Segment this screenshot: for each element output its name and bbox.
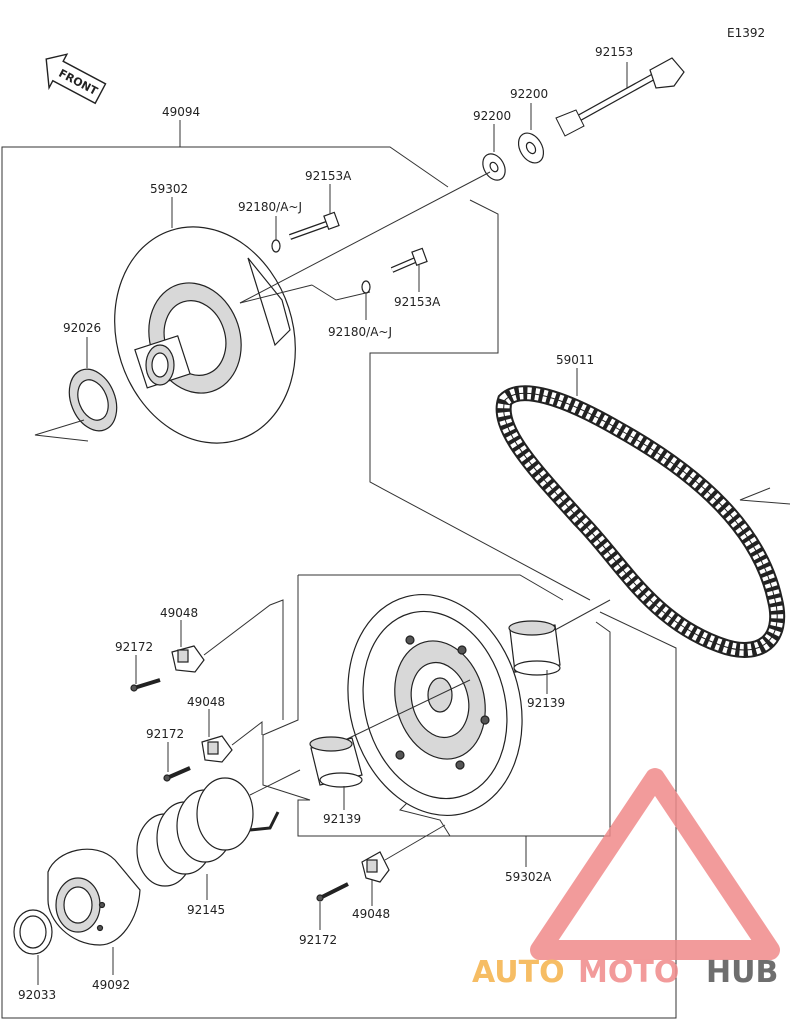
label-92139-right: 92139 — [527, 696, 565, 710]
weight-49048-bottom — [361, 851, 390, 883]
watermark-text-moto: MOTO — [578, 955, 679, 990]
watermark-logo: AUTO MOTO HUB — [472, 768, 780, 990]
watermark-triangle-icon — [530, 768, 780, 960]
label-92172-bottom: 92172 — [299, 933, 337, 947]
label-92200-a: 92200 — [510, 87, 548, 101]
washer-92180-lower — [361, 280, 371, 294]
spring-92145 — [136, 777, 280, 887]
label-92153a-upper: 92153A — [305, 169, 352, 183]
label-92180-lower: 92180/A~J — [328, 325, 392, 339]
front-arrow-icon: FRONT — [45, 53, 107, 105]
fixed-sheave-59302 — [114, 226, 296, 444]
label-49092: 49092 — [92, 978, 130, 992]
weight-49048-top — [171, 645, 205, 673]
bolt-92153a-lower — [390, 247, 428, 273]
weight-49048-middle — [201, 735, 233, 763]
screw-92172-middle — [163, 766, 191, 782]
label-59011: 59011 — [556, 353, 594, 367]
label-92145: 92145 — [187, 903, 225, 917]
cam-49092 — [47, 848, 141, 946]
label-49048-bottom: 49048 — [352, 907, 390, 921]
movable-sheave-59302a — [347, 594, 523, 816]
label-49048-top: 49048 — [160, 606, 198, 620]
label-92153: 92153 — [595, 45, 633, 59]
screw-92172-bottom — [316, 882, 349, 902]
screw-92172-top — [130, 678, 161, 692]
washer-92180-upper — [271, 239, 281, 253]
bolt-92153 — [555, 57, 685, 137]
watermark-text-auto: AUTO — [472, 955, 565, 990]
label-59302a: 59302A — [505, 870, 552, 884]
bush-92139-left — [309, 736, 363, 788]
label-92200-b: 92200 — [473, 109, 511, 123]
label-49048-middle: 49048 — [187, 695, 225, 709]
bolt-92153a-upper — [288, 211, 340, 240]
label-92172-middle: 92172 — [146, 727, 184, 741]
label-92172-top: 92172 — [115, 640, 153, 654]
circlip-92033 — [13, 909, 53, 955]
label-92153a-lower: 92153A — [394, 295, 441, 309]
label-59302: 59302 — [150, 182, 188, 196]
label-49094: 49094 — [162, 105, 200, 119]
label-92026: 92026 — [63, 321, 101, 335]
bush-92139-right — [508, 620, 561, 676]
watermark-text-hub: HUB — [706, 955, 778, 990]
label-92180-upper: 92180/A~J — [238, 200, 302, 214]
diagram-code: E1392 — [727, 26, 765, 40]
assembly-frame — [1, 146, 677, 1019]
label-92139-left: 92139 — [323, 812, 361, 826]
drive-belt-59011 — [495, 385, 786, 658]
label-92033: 92033 — [18, 988, 56, 1002]
